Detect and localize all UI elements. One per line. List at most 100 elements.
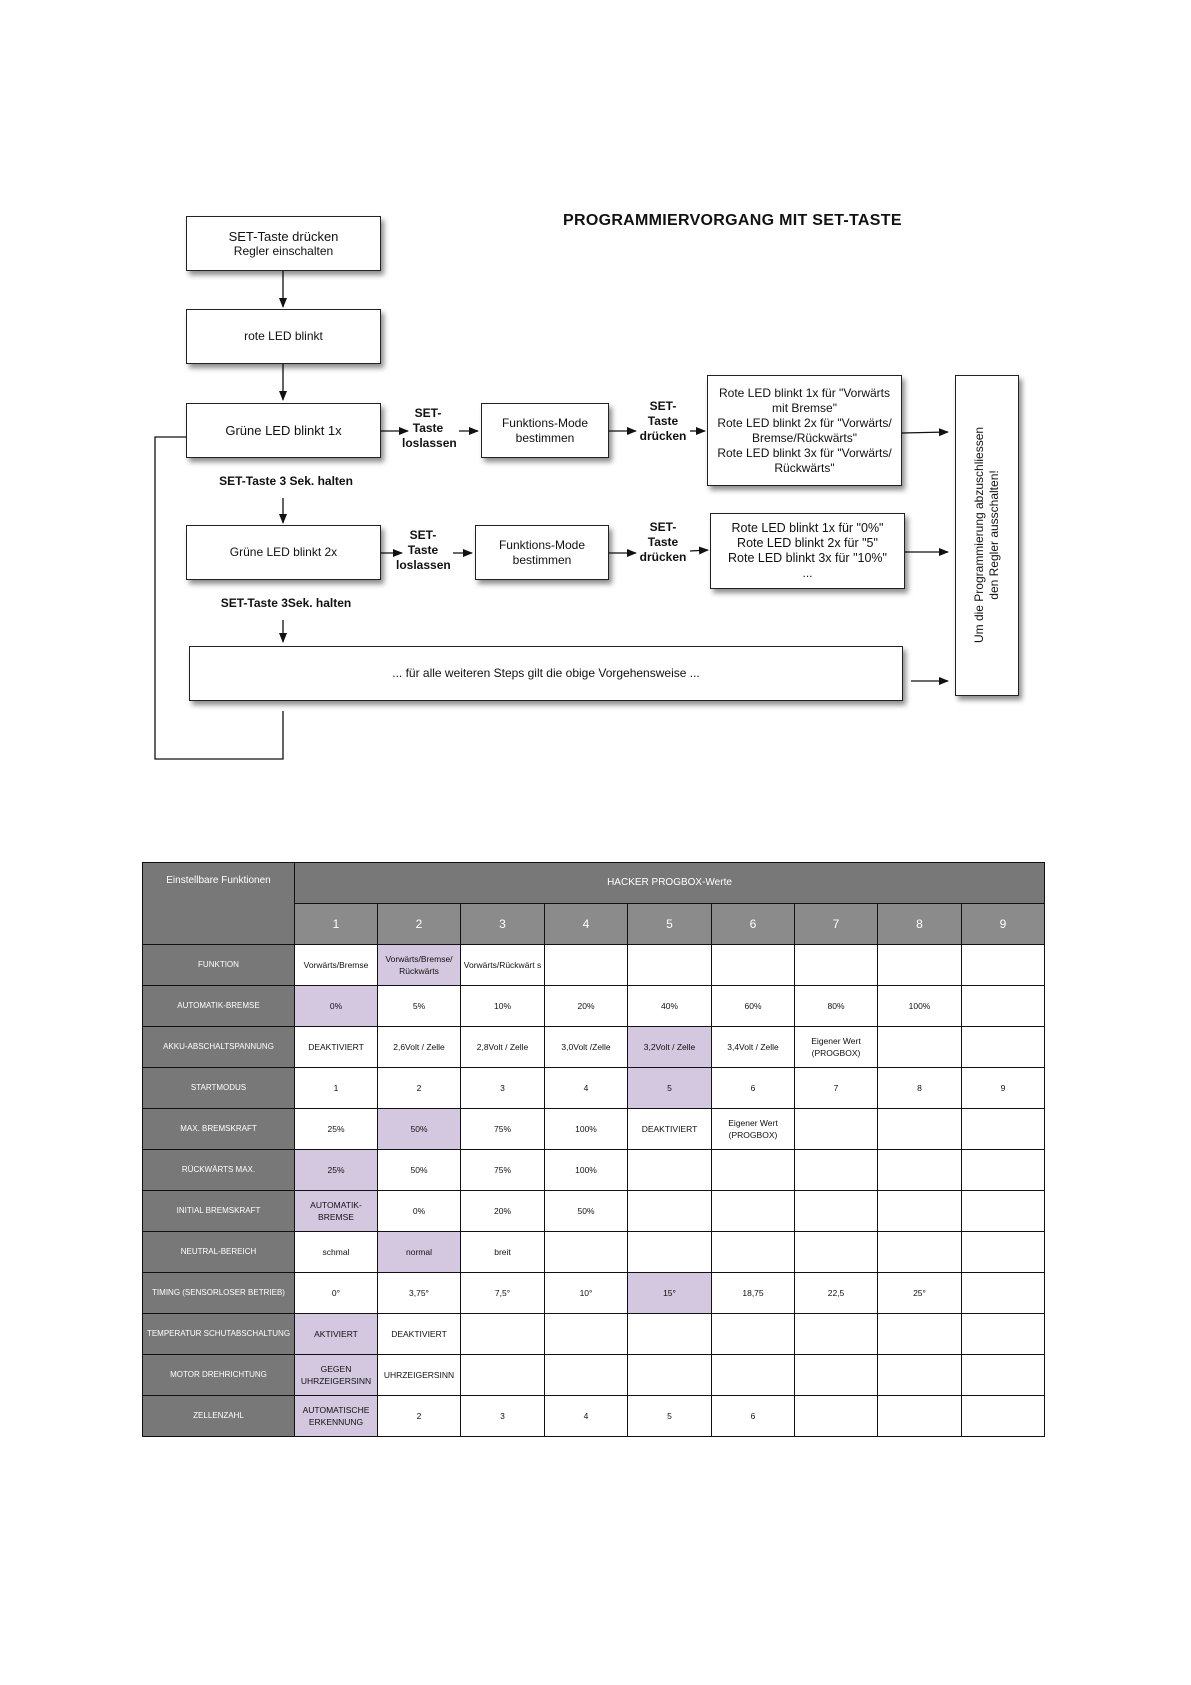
table-cell: 2,6Volt / Zelle	[377, 1026, 461, 1068]
row-label: INITIAL BREMSKRAFT	[142, 1190, 295, 1232]
table-cell: 6	[711, 1395, 795, 1437]
finish-line2: den Regler ausschalten!	[987, 470, 1001, 600]
table-cell	[877, 944, 962, 986]
table-cell	[961, 1272, 1045, 1314]
table-cell: 25°	[877, 1272, 962, 1314]
arrow-opt1-finish	[901, 428, 949, 437]
column-number: 7	[794, 903, 878, 945]
release2-label: SET- Taste loslassen	[396, 528, 451, 572]
table-cell: AUTOMATIK-BREMSE	[294, 1190, 378, 1232]
table-cell	[877, 1313, 962, 1355]
loop-back-line	[154, 436, 284, 760]
row-label: TEMPERATUR SCHUTABSCHALTUNG	[142, 1313, 295, 1355]
mode1-box: Funktions-Mode bestimmen	[481, 403, 609, 458]
table-cell	[794, 1190, 878, 1232]
table-cell	[544, 1313, 628, 1355]
mode1-line1: Funktions-Mode	[501, 415, 589, 430]
table-cell	[544, 944, 628, 986]
table-cell	[627, 1354, 712, 1396]
opt2-line: Rote LED blinkt 3x für "10%"	[728, 551, 887, 565]
red-led-box: rote LED blinkt	[186, 309, 381, 364]
table-cell: 4	[544, 1067, 628, 1109]
table-cell	[794, 1354, 878, 1396]
table-cell	[961, 1026, 1045, 1068]
row-label: NEUTRAL-BEREICH	[142, 1231, 295, 1273]
column-number: 8	[877, 903, 962, 945]
finish-line1: Um die Programmierung abzuschliessen	[972, 426, 986, 644]
table-cell	[711, 944, 795, 986]
table-cell: 3,75°	[377, 1272, 461, 1314]
progbox-values-table: Einstellbare Funktionen HACKER PROGBOX-W…	[142, 862, 1045, 1437]
table-cell: 3,4Volt / Zelle	[711, 1026, 795, 1068]
table-cell: 3,0Volt /Zelle	[544, 1026, 628, 1068]
opt1-line: Rote LED blinkt 2x für "Vorwärts/	[717, 415, 892, 430]
table-cell	[961, 1108, 1045, 1150]
column-number: 9	[961, 903, 1045, 945]
table-cell	[961, 1395, 1045, 1437]
table-cell	[794, 1149, 878, 1191]
table-cell	[627, 1313, 712, 1355]
table-cell	[711, 1354, 795, 1396]
table-cell: UHRZEIGERSINN	[377, 1354, 461, 1396]
table-cell: DEAKTIVIERT	[627, 1108, 712, 1150]
table-cell: 18,75	[711, 1272, 795, 1314]
table-cell: AKTIVIERT	[294, 1313, 378, 1355]
table-cell: Vorwärts/Rückwärt s	[460, 944, 545, 986]
table-cell: 2,8Volt / Zelle	[460, 1026, 545, 1068]
table-cell	[961, 1190, 1045, 1232]
table-cell	[961, 985, 1045, 1027]
table-cell	[711, 1313, 795, 1355]
column-number: 1	[294, 903, 378, 945]
table-cell	[877, 1026, 962, 1068]
start-line1: SET-Taste drücken	[228, 228, 339, 244]
column-number: 2	[377, 903, 461, 945]
table-row: TIMING (SENSORLOSER BETRIEB)0°3,75°7,5°1…	[142, 1272, 1045, 1314]
opt1-line: Rote LED blinkt 3x für "Vorwärts/	[717, 445, 892, 460]
row-label: TIMING (SENSORLOSER BETRIEB)	[142, 1272, 295, 1314]
table-cell: 0°	[294, 1272, 378, 1314]
table-cell	[961, 1354, 1045, 1396]
table-cell: Eigener Wert (PROGBOX)	[711, 1108, 795, 1150]
mode2-line1: Funktions-Mode	[498, 537, 586, 552]
row-label: MOTOR DREHRICHTUNG	[142, 1354, 295, 1396]
table-cell	[544, 1231, 628, 1273]
table-cell: 50%	[377, 1108, 461, 1150]
table-cell	[877, 1395, 962, 1437]
opt2-line: Rote LED blinkt 1x für "0%"	[731, 521, 884, 535]
table-cell: breit	[460, 1231, 545, 1273]
table-corner-header: Einstellbare Funktionen	[142, 862, 295, 945]
table-cell: 50%	[544, 1190, 628, 1232]
table-cell: normal	[377, 1231, 461, 1273]
table-cell: schmal	[294, 1231, 378, 1273]
table-cell: Vorwärts/Bremse/ Rückwärts	[377, 944, 461, 986]
table-cell: 100%	[877, 985, 962, 1027]
table-cell: 40%	[627, 985, 712, 1027]
table-cell: 5	[627, 1067, 712, 1109]
table-cell: DEAKTIVIERT	[377, 1313, 461, 1355]
table-cell	[794, 1395, 878, 1437]
table-cell: 6	[711, 1067, 795, 1109]
mode1-line2: bestimmen	[515, 430, 575, 445]
row-label: RÜCKWÄRTS MAX.	[142, 1149, 295, 1191]
table-cell	[961, 1231, 1045, 1273]
green1-box: Grüne LED blinkt 1x	[186, 403, 381, 458]
column-number: 3	[460, 903, 545, 945]
table-cell	[877, 1190, 962, 1232]
table-cell: 10°	[544, 1272, 628, 1314]
table-cell	[794, 1313, 878, 1355]
table-cell: 2	[377, 1395, 461, 1437]
table-cell	[961, 1149, 1045, 1191]
finish-text: Um die Programmierung abzuschliessen den…	[972, 425, 1002, 645]
table-cell: 25%	[294, 1108, 378, 1150]
table-cell: 3,2Volt / Zelle	[627, 1026, 712, 1068]
opt2-line: ...	[802, 566, 813, 580]
